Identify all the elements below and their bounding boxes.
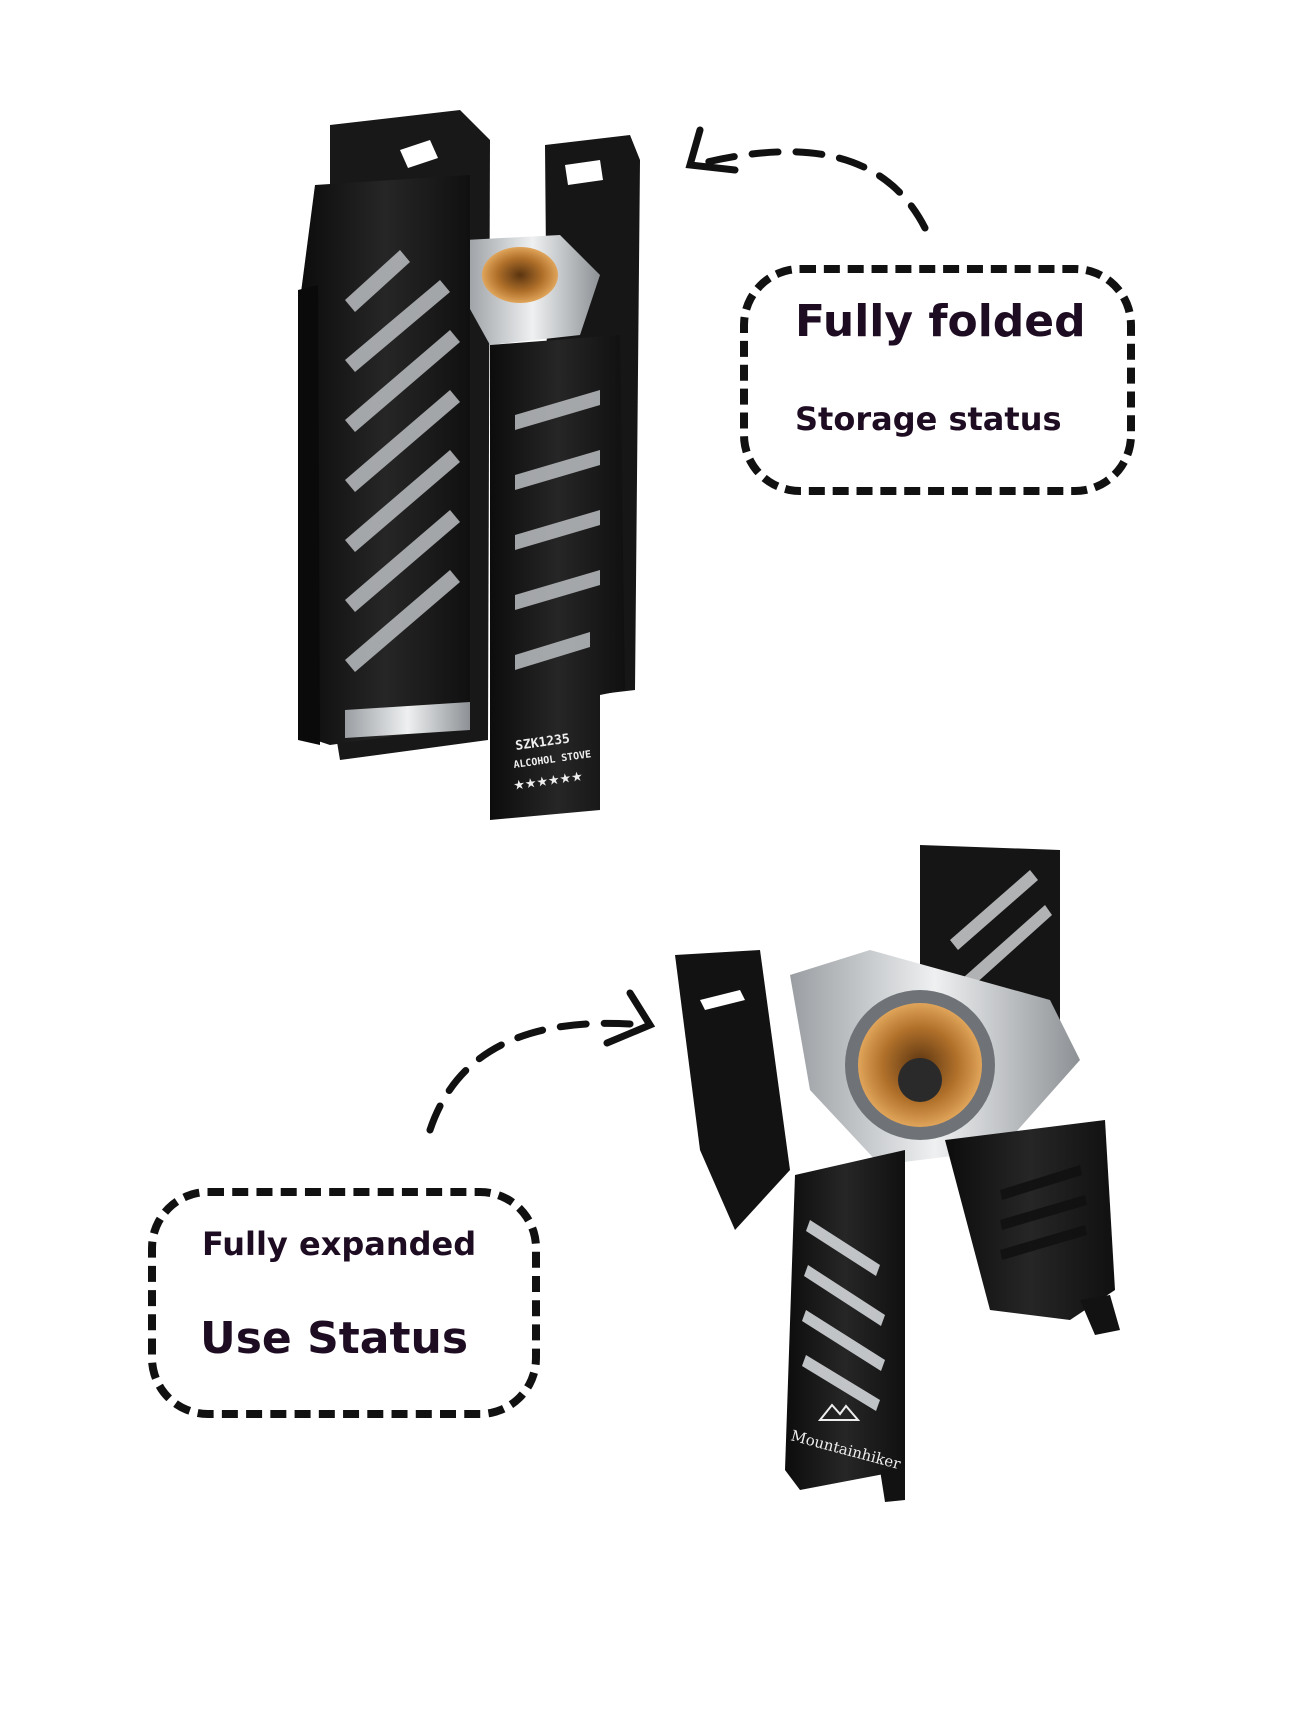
expanded-title: Fully expanded (202, 1225, 477, 1263)
mountain-logo-icon (817, 1403, 861, 1421)
expanded-callout-box (148, 1188, 540, 1418)
storage-status-label: Storage status (795, 400, 1062, 438)
use-status-label: Use Status (200, 1313, 469, 1364)
folded-stove-illustration: SZK1235 ALCOHOL STOVE ★★★★★★ (298, 110, 640, 820)
expanded-stove-illustration: Mountainhiker (675, 845, 1120, 1502)
arrow-to-folded-icon (685, 126, 929, 232)
folded-callout-box (740, 265, 1135, 495)
folded-title: Fully folded (795, 296, 1086, 347)
arrow-to-expanded-icon (426, 989, 656, 1134)
